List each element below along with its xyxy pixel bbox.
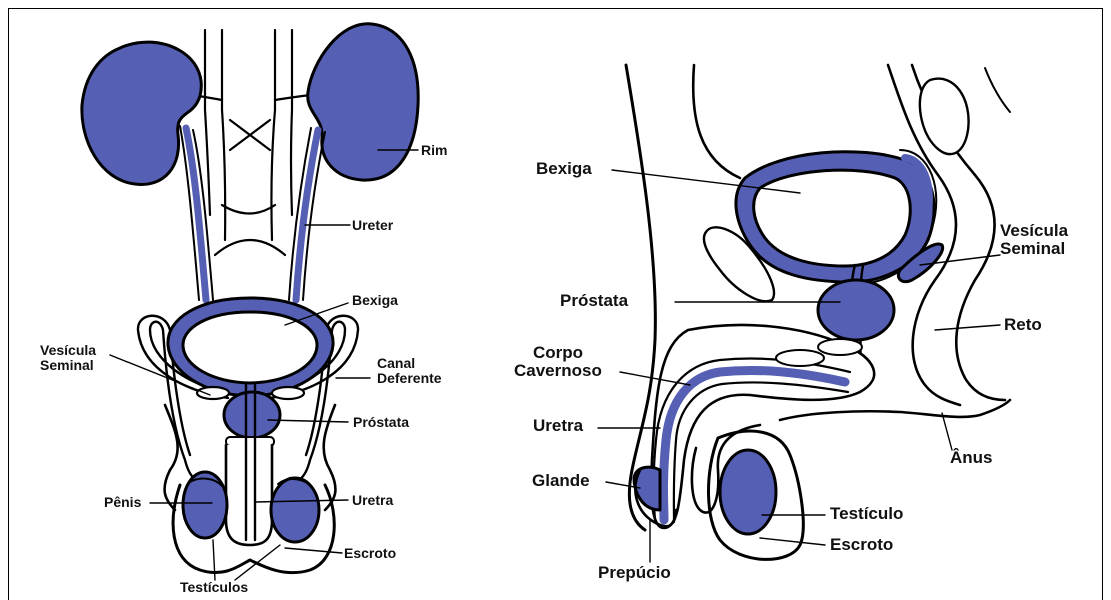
label-uretra-side: Uretra [533, 417, 583, 434]
label-reto: Reto [1004, 316, 1042, 333]
label-vesicula-side-2: Seminal [1000, 240, 1065, 257]
kidney-right [308, 24, 418, 180]
label-bexiga-front: Bexiga [352, 293, 398, 307]
side-view-drawing [598, 65, 1010, 562]
prostate-front [224, 392, 280, 438]
label-corpo-1: Corpo [533, 344, 583, 361]
label-escroto-side: Escroto [830, 536, 893, 553]
label-corpo-2: Cavernoso [514, 362, 602, 379]
label-testiculos: Testículos [180, 580, 248, 594]
kidney-left [82, 42, 201, 184]
label-prostata-front: Próstata [353, 415, 409, 429]
label-canal-1: Canal [377, 356, 415, 370]
label-vesicula-front-2: Seminal [40, 358, 94, 372]
label-prostata-side: Próstata [560, 292, 628, 309]
label-anus: Ânus [950, 449, 993, 466]
label-ureter: Ureter [352, 218, 393, 232]
label-vesicula-front-1: Vesícula [40, 343, 96, 357]
label-vesicula-side-1: Vesícula [1000, 222, 1068, 239]
label-rim: Rim [421, 143, 447, 157]
label-escroto-front: Escroto [344, 546, 396, 560]
label-penis: Pênis [104, 495, 141, 509]
label-bexiga-side: Bexiga [536, 160, 592, 177]
penis-front [226, 445, 272, 545]
label-testiculo: Testículo [830, 505, 903, 522]
label-prepucio: Prepúcio [598, 564, 671, 581]
label-glande: Glande [532, 472, 590, 489]
label-uretra-front: Uretra [352, 493, 393, 507]
label-canal-2: Deferente [377, 371, 442, 385]
testicle-side [720, 450, 776, 534]
prostate-side [818, 280, 894, 340]
